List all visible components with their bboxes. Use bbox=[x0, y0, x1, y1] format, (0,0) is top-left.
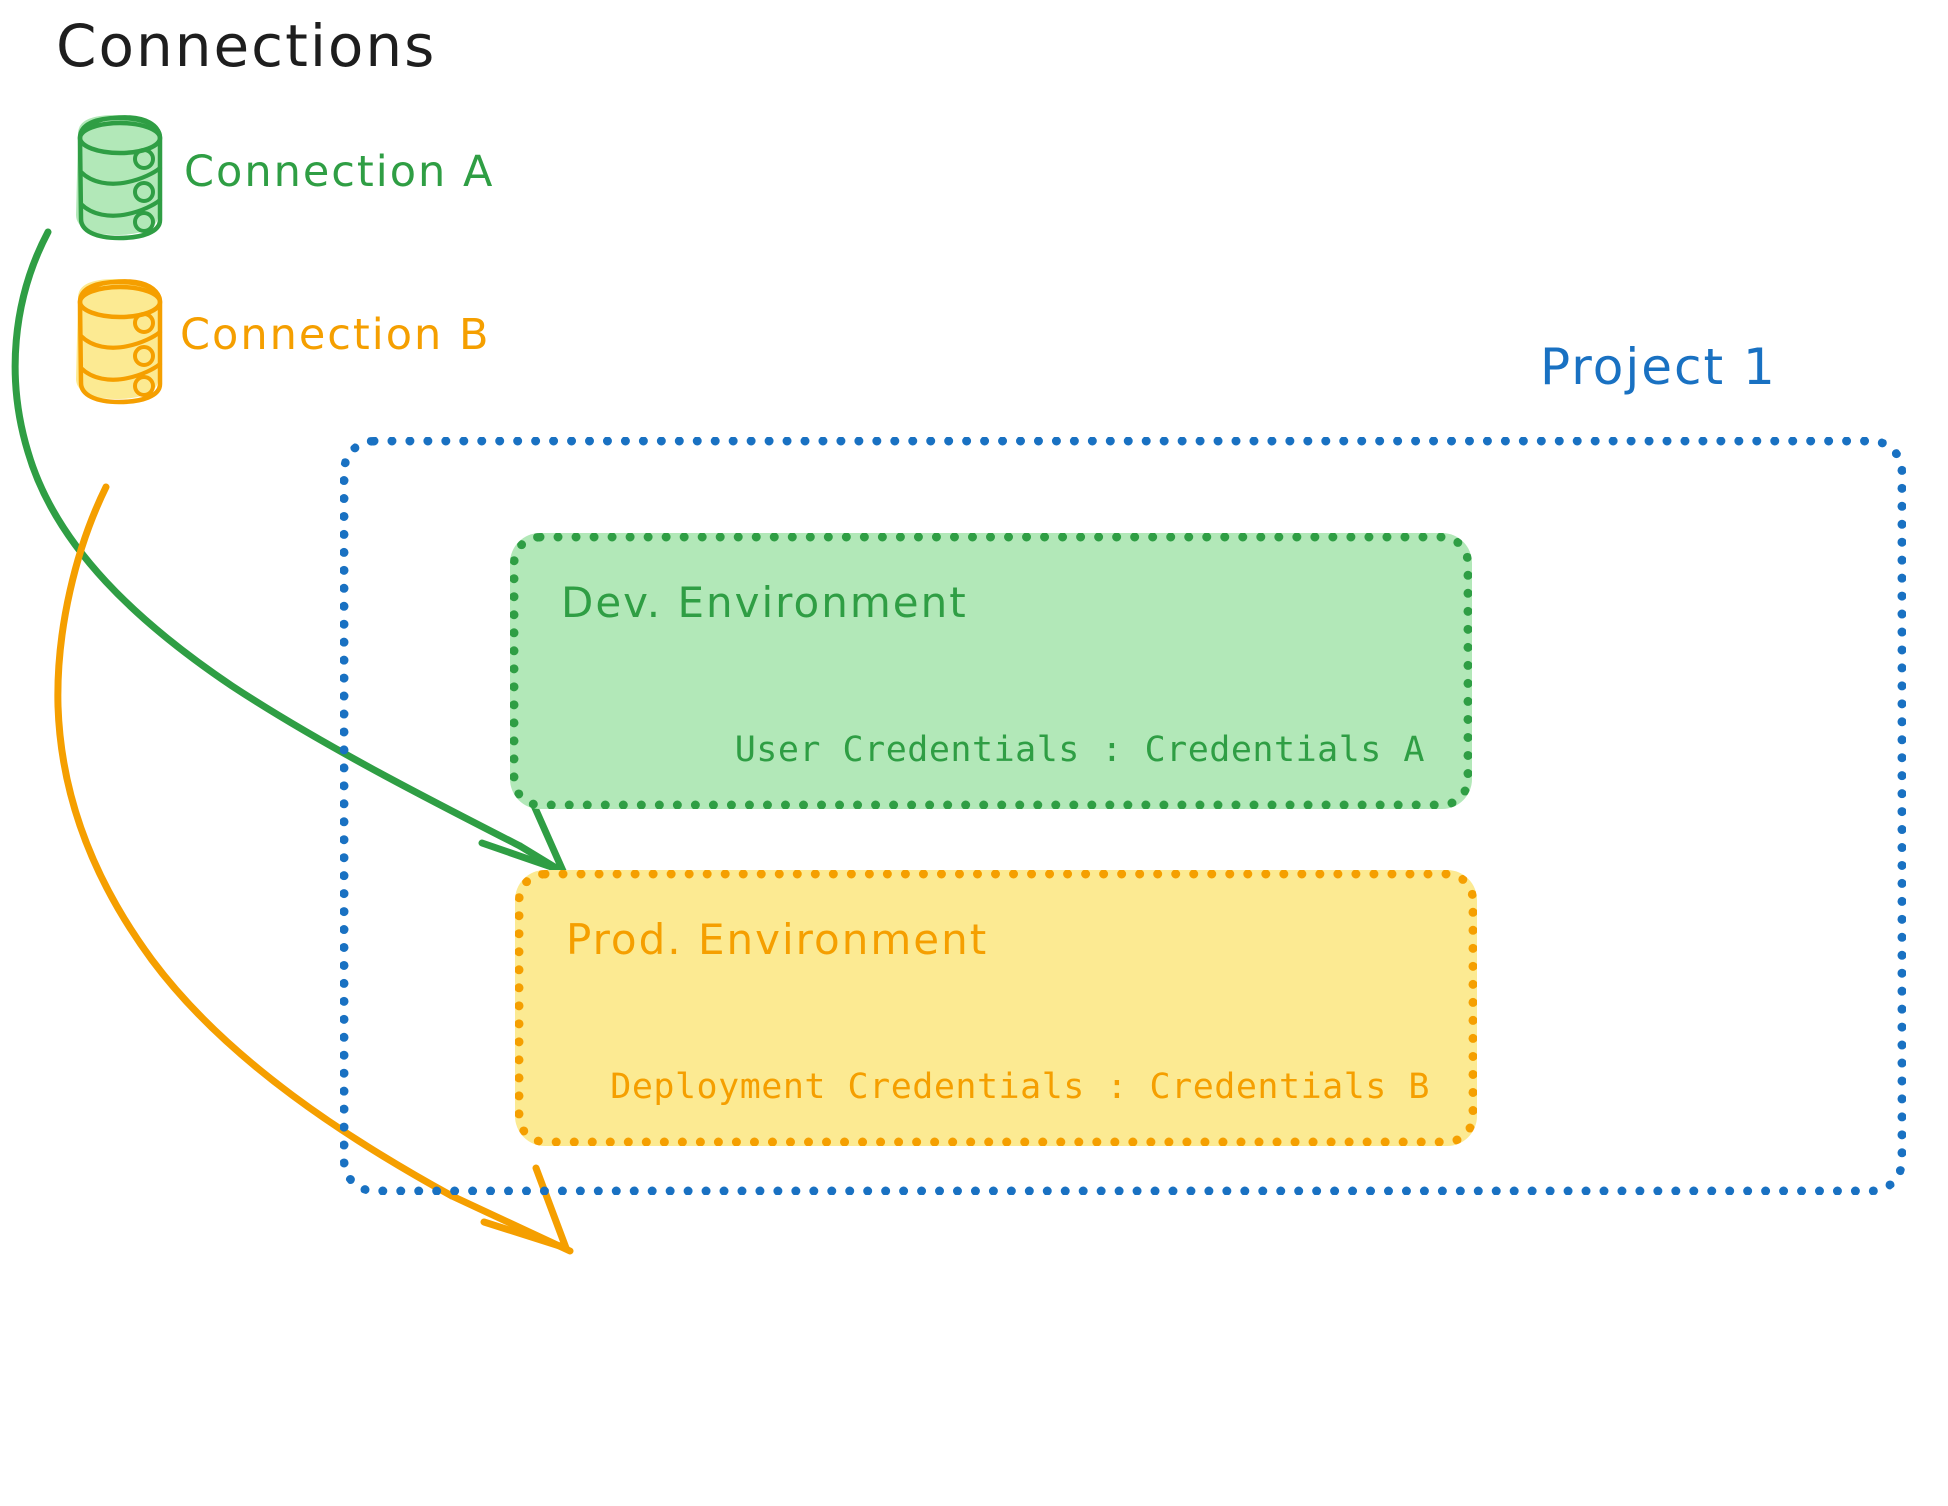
connection-a-label: Connection A bbox=[184, 147, 495, 197]
dev-environment-box: Dev. Environment User Credentials : Cred… bbox=[510, 533, 1472, 809]
project-container: Dev. Environment User Credentials : Cred… bbox=[340, 437, 1906, 1195]
project-title: Project 1 bbox=[1540, 338, 1777, 396]
database-cylinder-icon bbox=[76, 279, 163, 405]
prod-environment-box: Prod. Environment Deployment Credentials… bbox=[515, 870, 1477, 1146]
prod-environment-title: Prod. Environment bbox=[566, 915, 989, 964]
page-title: Connections bbox=[56, 12, 437, 80]
prod-environment-credentials: Deployment Credentials : Credentials B bbox=[610, 1067, 1430, 1107]
connection-b-label: Connection B bbox=[180, 310, 491, 360]
dev-environment-title: Dev. Environment bbox=[561, 578, 968, 627]
dev-environment-credentials: User Credentials : Credentials A bbox=[734, 730, 1425, 770]
database-cylinder-icon bbox=[76, 115, 163, 241]
